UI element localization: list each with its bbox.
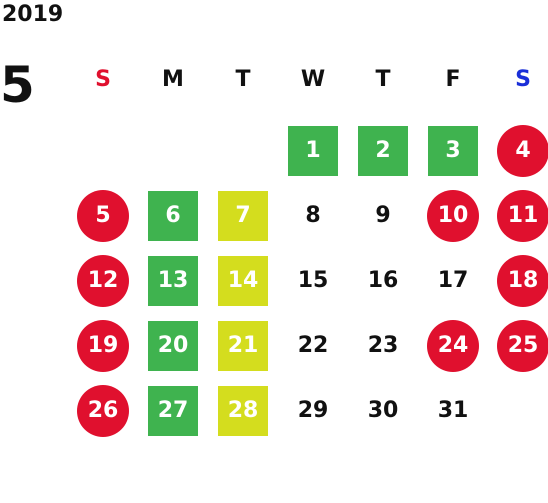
day-cell[interactable]: 3 xyxy=(418,118,488,183)
day-number: 23 xyxy=(367,333,399,358)
day-number-holiday: 12 xyxy=(77,254,129,307)
day-cell[interactable]: 16 xyxy=(348,248,418,313)
day-number-green: 1 xyxy=(288,125,338,176)
day-cell[interactable]: 22 xyxy=(278,313,348,378)
day-cell[interactable]: 30 xyxy=(348,378,418,443)
weekday-label: F xyxy=(445,67,461,92)
day-cell[interactable]: 10 xyxy=(418,183,488,248)
day-cell[interactable]: 4 xyxy=(488,118,548,183)
day-cell[interactable]: 26 xyxy=(68,378,138,443)
day-cell[interactable]: 1 xyxy=(278,118,348,183)
day-cell[interactable]: 29 xyxy=(278,378,348,443)
day-cell[interactable]: 19 xyxy=(68,313,138,378)
day-number: 17 xyxy=(437,268,469,293)
weekday-label: T xyxy=(235,67,251,92)
day-cell[interactable]: 5 xyxy=(68,183,138,248)
day-cell[interactable]: 13 xyxy=(138,248,208,313)
day-number-holiday: 24 xyxy=(427,319,479,372)
day-number-holiday: 25 xyxy=(497,319,548,372)
day-number: 31 xyxy=(437,398,469,423)
day-number-holiday: 10 xyxy=(427,189,479,242)
day-number-holiday: 26 xyxy=(77,384,129,437)
weekday-label: M xyxy=(162,67,184,92)
day-cell[interactable]: 2 xyxy=(348,118,418,183)
weekday-label: W xyxy=(300,67,326,92)
month-label: 5 xyxy=(0,56,35,114)
day-cell[interactable]: 15 xyxy=(278,248,348,313)
day-cell[interactable]: 11 xyxy=(488,183,548,248)
day-number: 16 xyxy=(367,268,399,293)
day-cell[interactable]: 25 xyxy=(488,313,548,378)
day-cell[interactable]: 18 xyxy=(488,248,548,313)
day-number-green: 3 xyxy=(428,125,478,176)
day-number-green: 13 xyxy=(148,255,198,306)
day-cell[interactable]: 17 xyxy=(418,248,488,313)
day-number: 15 xyxy=(297,268,329,293)
day-cell[interactable]: 21 xyxy=(208,313,278,378)
day-cell[interactable]: 7 xyxy=(208,183,278,248)
weekday-label: T xyxy=(375,67,391,92)
day-number-holiday: 5 xyxy=(77,189,129,242)
day-number-yellow: 7 xyxy=(218,190,268,241)
day-cell[interactable]: 12 xyxy=(68,248,138,313)
day-cell[interactable]: 24 xyxy=(418,313,488,378)
day-cell[interactable]: 8 xyxy=(278,183,348,248)
day-cell[interactable]: 14 xyxy=(208,248,278,313)
weekday-label: S xyxy=(515,67,531,92)
day-cell[interactable]: 23 xyxy=(348,313,418,378)
day-number: 8 xyxy=(305,203,321,228)
day-cell[interactable]: 20 xyxy=(138,313,208,378)
day-cell[interactable]: 9 xyxy=(348,183,418,248)
day-number: 22 xyxy=(297,333,329,358)
day-number-green: 20 xyxy=(148,320,198,371)
day-number-yellow: 14 xyxy=(218,255,268,306)
day-cell[interactable]: 28 xyxy=(208,378,278,443)
day-cell[interactable]: 31 xyxy=(418,378,488,443)
day-number-holiday: 4 xyxy=(497,124,548,177)
day-number-holiday: 11 xyxy=(497,189,548,242)
day-number: 30 xyxy=(367,398,399,423)
day-number-green: 2 xyxy=(358,125,408,176)
day-number-green: 27 xyxy=(148,385,198,436)
day-number-green: 6 xyxy=(148,190,198,241)
day-number-yellow: 21 xyxy=(218,320,268,371)
year-label: 2019 xyxy=(2,2,64,27)
day-number-holiday: 18 xyxy=(497,254,548,307)
day-number: 29 xyxy=(297,398,329,423)
day-number-yellow: 28 xyxy=(218,385,268,436)
day-cell[interactable]: 6 xyxy=(138,183,208,248)
day-cell[interactable]: 27 xyxy=(138,378,208,443)
day-number: 9 xyxy=(375,203,391,228)
weekday-label: S xyxy=(95,67,111,92)
day-number-holiday: 19 xyxy=(77,319,129,372)
